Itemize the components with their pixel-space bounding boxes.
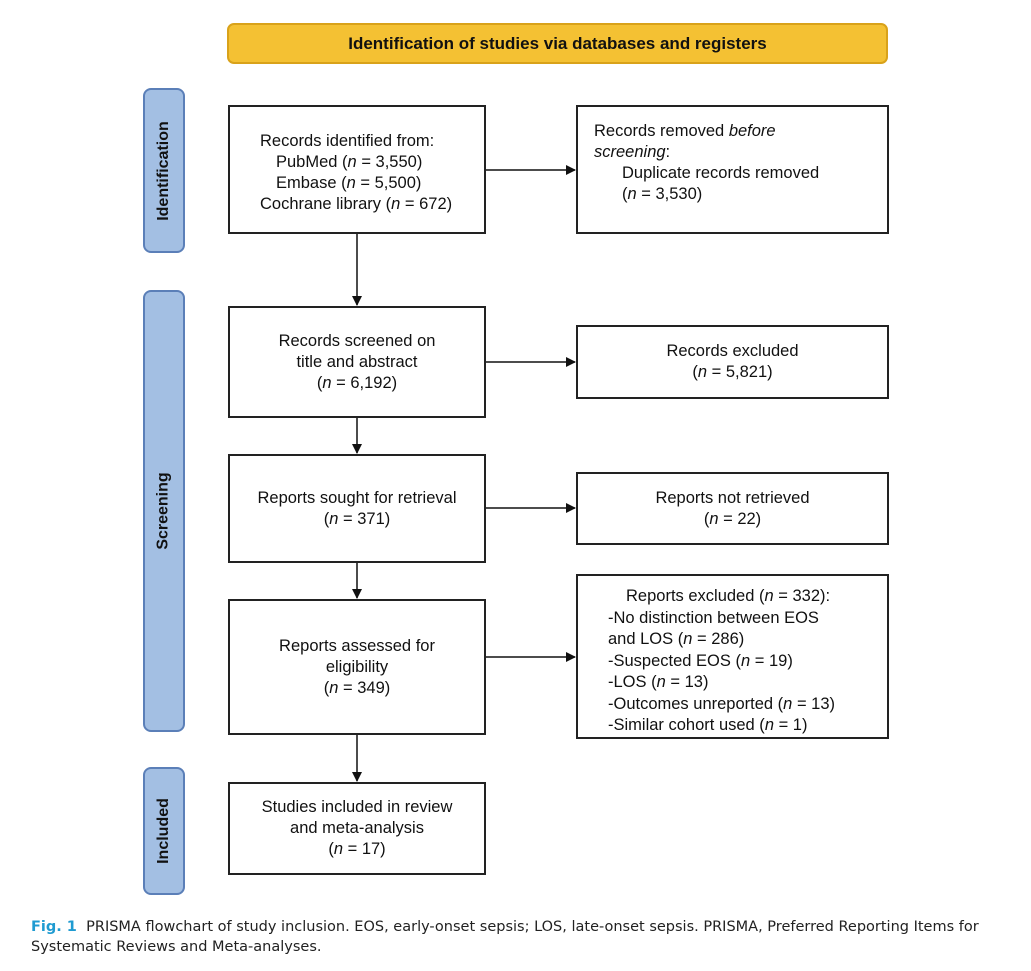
section-header: Identification of studies via databases … bbox=[227, 23, 888, 64]
removed-line-2: screening: bbox=[594, 143, 671, 161]
box-reports-not-retrieved: Reports not retrieved (n = 22) bbox=[576, 472, 889, 545]
box-records-removed: Records removed before screening: Duplic… bbox=[576, 105, 889, 234]
box-records-screened: Records screened on title and abstract (… bbox=[228, 306, 486, 418]
box-reports-sought: Reports sought for retrieval (n = 371) bbox=[228, 454, 486, 563]
removed-line-1: Records removed before bbox=[594, 122, 776, 140]
removed-line-4: (n = 3,530) bbox=[622, 185, 703, 203]
screened-line-3: (n = 6,192) bbox=[316, 373, 398, 392]
assessed-line-2: eligibility bbox=[325, 657, 389, 676]
removed-line-3: Duplicate records removed bbox=[622, 164, 820, 182]
reports-excluded-line-4: -Suspected EOS (n = 19) bbox=[608, 651, 793, 670]
identified-pubmed: PubMed (n = 3,550) bbox=[276, 153, 423, 171]
reports-excluded-line-2: -No distinction between EOS bbox=[608, 608, 819, 627]
box-records-identified: Records identified from: PubMed (n = 3,5… bbox=[228, 105, 486, 234]
excluded-line-1: Records excluded bbox=[666, 342, 799, 360]
figure-caption-text: PRISMA flowchart of study inclusion. EOS… bbox=[31, 919, 979, 955]
identified-embase: Embase (n = 5,500) bbox=[276, 174, 422, 192]
box-reports-assessed: Reports assessed for eligibility (n = 34… bbox=[228, 599, 486, 735]
screened-line-2: title and abstract bbox=[296, 352, 418, 371]
phase-included: Included bbox=[143, 767, 185, 895]
reports-excluded-line-7: -Similar cohort used (n = 1) bbox=[608, 716, 808, 734]
included-line-1: Studies included in review bbox=[261, 798, 453, 816]
reports-excluded-line-6: -Outcomes unreported (n = 13) bbox=[608, 694, 836, 713]
figure-caption: Fig. 1 PRISMA flowchart of study inclusi… bbox=[31, 917, 1021, 957]
reports-excluded-line-5: -LOS (n = 13) bbox=[608, 673, 709, 691]
included-line-3: (n = 17) bbox=[328, 840, 386, 858]
reports-excluded-line-1: Reports excluded (n = 332): bbox=[626, 587, 831, 605]
sought-line-1: Reports sought for retrieval bbox=[257, 488, 457, 507]
phase-screening: Screening bbox=[143, 290, 185, 732]
section-header-title: Identification of studies via databases … bbox=[348, 33, 767, 53]
not-retrieved-line-1: Reports not retrieved bbox=[655, 488, 810, 507]
box-records-excluded: Records excluded (n = 5,821) bbox=[576, 325, 889, 399]
assessed-line-1: Reports assessed for bbox=[279, 636, 435, 655]
box-reports-excluded: Reports excluded (n = 332): -No distinct… bbox=[576, 574, 889, 739]
reports-excluded-line-3: and LOS (n = 286) bbox=[608, 630, 745, 648]
identified-cochrane: Cochrane library (n = 672) bbox=[260, 195, 453, 213]
sought-line-2: (n = 371) bbox=[323, 509, 391, 528]
screened-line-1: Records screened on bbox=[278, 331, 436, 350]
phase-identification: Identification bbox=[143, 88, 185, 253]
not-retrieved-line-2: (n = 22) bbox=[703, 509, 762, 528]
identified-line-1: Records identified from: bbox=[260, 132, 435, 150]
figure-label: Fig. 1 bbox=[31, 919, 77, 935]
excluded-line-2: (n = 5,821) bbox=[692, 363, 773, 381]
box-studies-included: Studies included in review and meta-anal… bbox=[228, 782, 486, 875]
assessed-line-3: (n = 349) bbox=[323, 678, 391, 697]
included-line-2: and meta-analysis bbox=[290, 819, 424, 837]
